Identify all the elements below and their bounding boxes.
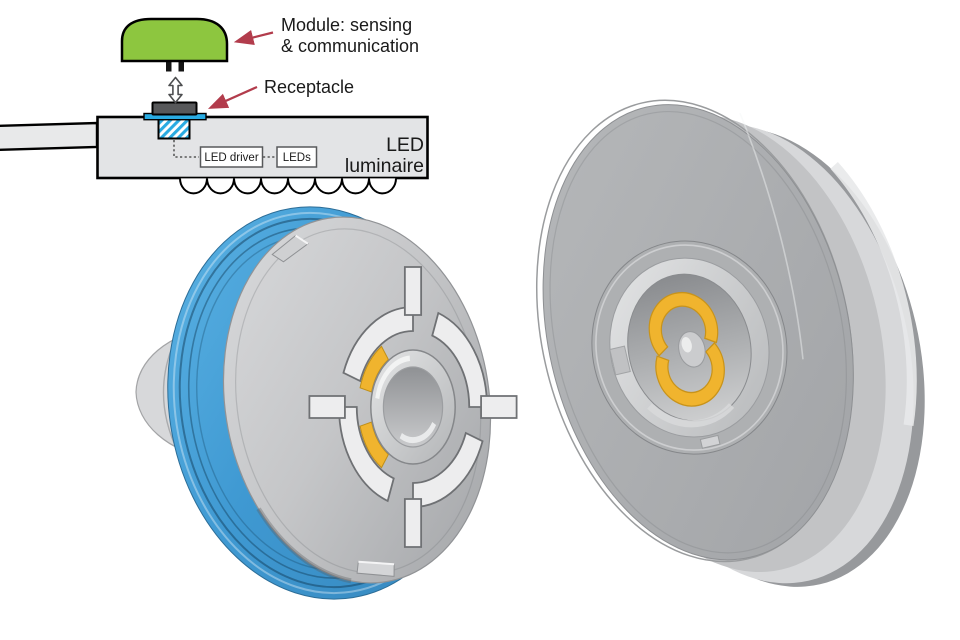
mounting-arm [0, 121, 99, 152]
leds-label: LEDs [283, 152, 311, 164]
slot-entry-bottom [405, 499, 421, 547]
led-driver-box: LED driver [199, 146, 264, 168]
slot-entry-right [481, 396, 517, 418]
luminaire-label-line1: LED [386, 134, 424, 156]
receptacle-cutout-hatched [157, 118, 191, 140]
contact-c-bottom [655, 342, 725, 407]
double-arrow-icon [168, 76, 183, 104]
module-label-line1: Module: sensing [281, 15, 412, 35]
annotation-arrow-module-icon [233, 30, 274, 45]
slot-entry-left [309, 396, 345, 418]
receptacle-block [151, 101, 198, 116]
contact-c-top [648, 291, 719, 357]
sensing-module-dome [120, 17, 229, 63]
luminaire-label-line2: luminaire [345, 155, 424, 177]
render-luminaire-disc-3d [535, 99, 925, 587]
socket-contacts [648, 291, 725, 407]
module-pin-right [178, 61, 184, 72]
disc-receptacle-recess [591, 240, 788, 455]
signal-dotted-line [173, 140, 277, 158]
recess-keyway-notch [609, 345, 631, 376]
receptacle-label: Receptacle [264, 77, 354, 97]
leds-box: LEDs [276, 146, 318, 168]
contact-arc-lower-left [360, 422, 388, 468]
annotation-arrow-receptacle-icon [207, 85, 258, 109]
recess-bottom-tab [699, 434, 721, 449]
led-lens-array [179, 178, 397, 195]
central-hub-hole [383, 367, 442, 447]
render-receptacle-3d [135, 206, 517, 600]
slot-entry-top [405, 267, 421, 315]
bayonet-slot-pattern [309, 267, 516, 547]
module-pin-left [166, 61, 172, 72]
led-driver-label: LED driver [204, 152, 258, 164]
schematic-diagram: LED driver LEDs LED luminaire Module: se… [0, 15, 429, 195]
module-label-line2: & communication [281, 36, 419, 56]
